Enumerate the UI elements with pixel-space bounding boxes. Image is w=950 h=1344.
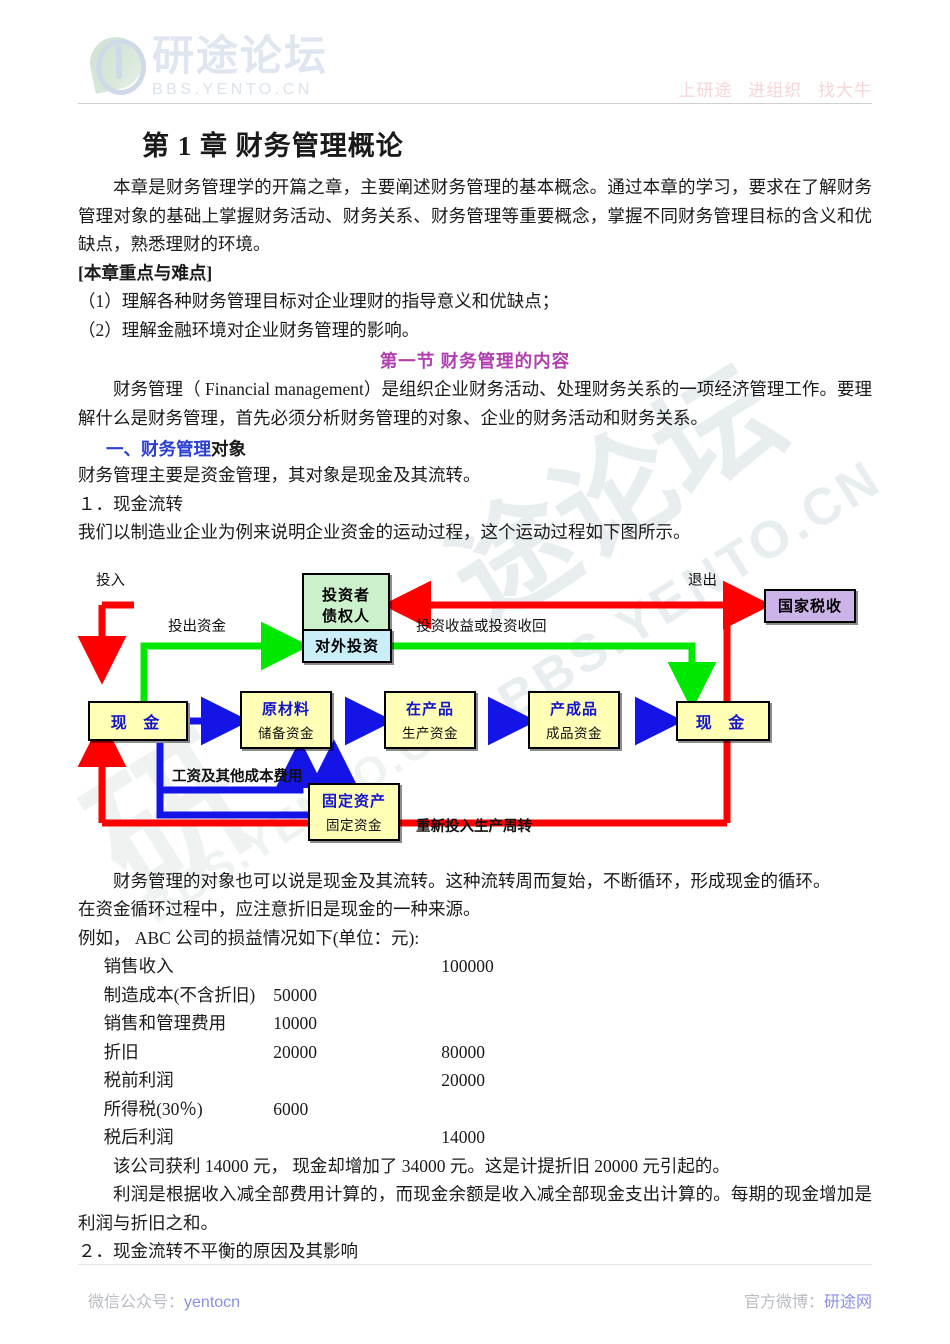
conclusion-paragraph-1: 该公司获利 14000 元， 现金却增加了 34000 元。这是计提折旧 200… <box>113 1155 730 1176</box>
diagram-label-wages-cost: 工资及其他成本费用 <box>172 768 303 785</box>
site-logo[interactable]: 研途论坛 BBS.YENTO.CN <box>85 32 329 99</box>
intro-paragraph: 本章是财务管理学的开篇之章，主要阐述财务管理的基本概念。通过本章的学习，要求在了… <box>78 177 872 254</box>
row-col1: 10000 <box>273 1013 317 1033</box>
logo-subtitle: BBS.YENTO.CN <box>152 81 313 98</box>
item2-title: ２．现金流转不平衡的原因及其影响 <box>78 1241 358 1261</box>
cash-flow-diagram: 投资者 债权人 国家税收 对外投资 现 金 原材料 储备资金 在产品 生产资金 <box>72 553 866 863</box>
row-col2: 14000 <box>441 1127 485 1147</box>
subsection-title-plain: 对象 <box>211 439 246 459</box>
table-row: 折旧 20000 80000 <box>104 1038 582 1067</box>
diagram-box-outward-investment: 对外投资 <box>302 628 392 663</box>
row-label: 所得税(30％) <box>103 1098 203 1119</box>
diagram-box-investor-line2: 债权人 <box>321 607 370 625</box>
tagline-word-2: 进组织 <box>748 81 803 100</box>
diagram-box-finished-goods-line1: 产成品 <box>549 700 598 718</box>
diagram-label-invest-out: 投出资金 <box>168 618 226 635</box>
diagram-label-invest-return: 投资收益或投资收回 <box>416 618 547 635</box>
footer-weibo: 官方微博：研途网 <box>744 1288 872 1312</box>
row-label: 税前利润 <box>103 1070 174 1090</box>
row-col2: 20000 <box>441 1070 485 1090</box>
diagram-box-cash-left: 现 金 <box>88 700 188 741</box>
row-col1: 50000 <box>273 984 317 1005</box>
tagline-word-1: 上研途 <box>678 81 733 100</box>
diagram-box-work-in-process-line1: 在产品 <box>405 700 454 718</box>
section-title: 第一节 财务管理的内容 <box>379 351 571 371</box>
leaf-logo-icon <box>85 32 147 95</box>
table-row: 销售和管理费用 10000 <box>104 1009 582 1038</box>
diagram-box-raw-material-line1: 原材料 <box>261 700 310 718</box>
diagram-label-input: 投入 <box>96 572 125 589</box>
row-col2 <box>423 1009 581 1038</box>
row-label: 销售和管理费用 <box>103 1013 227 1033</box>
diagram-box-finished-goods: 产成品 成品资金 <box>528 690 620 749</box>
diagram-box-national-tax-line1: 国家税收 <box>777 598 842 615</box>
footer-weibo-value: 研途网 <box>823 1294 872 1311</box>
footer-weibo-label: 官方微博： <box>743 1294 824 1311</box>
diagram-box-raw-material: 原材料 储备资金 <box>240 690 332 749</box>
depreciation-note: 在资金循环过程中，应注意折旧是现金的一种来源。 <box>78 899 481 919</box>
site-header: 研途论坛 BBS.YENTO.CN 上研途 进组织 找大牛 <box>0 0 950 110</box>
footer-wechat-value: yentocn <box>184 1294 241 1311</box>
section-paragraph: 财务管理（ Financial management）是组织企业财务活动、处理财… <box>78 379 872 428</box>
diagram-label-reinvest: 重新投入生产周转 <box>416 818 532 835</box>
diagram-box-work-in-process-line2: 生产资金 <box>402 725 458 741</box>
diagram-box-finished-goods-line2: 成品资金 <box>546 725 602 741</box>
table-row: 所得税(30％) 6000 <box>104 1095 582 1124</box>
item1-paragraph: 我们以制造业企业为例来说明企业资金的运动过程，这个运动过程如下图所示。 <box>78 522 691 542</box>
footer-divider <box>78 1264 872 1265</box>
after-diagram-paragraph: 财务管理的对象也可以说是现金及其流转。这种流转周而复始，不断循环，形成现金的循环… <box>113 870 831 891</box>
footer-wechat-label: 微信公众号： <box>88 1294 185 1311</box>
diagram-box-fixed-assets-line2: 固定资金 <box>326 817 382 833</box>
diagram-box-cash-left-line1: 现 金 <box>110 714 166 732</box>
item1-title: １．现金流转 <box>78 493 183 514</box>
row-col2 <box>423 1095 581 1124</box>
site-footer: 微信公众号：yentocn 官方微博：研途网 <box>0 1264 950 1344</box>
page-title: 第 1 章 财务管理概论 <box>142 131 404 161</box>
document-content: 第 1 章 财务管理概论 本章是财务管理学的开篇之章，主要阐述财务管理的基本概念… <box>0 124 950 1266</box>
header-divider <box>78 103 872 104</box>
row-label: 销售收入 <box>103 956 174 976</box>
subsection-paragraph: 财务管理主要是资金管理，其对象是现金及其流转。 <box>78 465 481 485</box>
row-col1 <box>255 952 423 981</box>
diagram-box-investor: 投资者 债权人 <box>302 572 390 637</box>
table-row: 销售收入 100000 <box>104 952 582 981</box>
conclusion-paragraph-2: 利润是根据收入减全部费用计算的，而现金余额是收入减全部现金支出计算的。每期的现金… <box>78 1184 872 1233</box>
diagram-box-outward-investment-line1: 对外投资 <box>314 638 379 655</box>
key-point-2: （2）理解金融环境对企业财务管理的影响。 <box>78 319 420 340</box>
row-col2: 100000 <box>441 956 494 976</box>
row-col2 <box>423 981 581 1010</box>
diagram-box-cash-right: 现 金 <box>676 700 770 741</box>
income-statement-table: 销售收入 100000 制造成本(不含折旧) 50000 销售和管理费用 100… <box>104 952 582 1152</box>
key-point-1: （1）理解各种财务管理目标对企业理财的指导意义和优缺点； <box>78 291 560 311</box>
diagram-box-national-tax: 国家税收 <box>764 588 856 623</box>
example-intro: 例如， ABC 公司的损益情况如下(单位：元): <box>78 927 420 948</box>
footer-wechat: 微信公众号：yentocn <box>88 1288 240 1312</box>
row-col1: 6000 <box>273 1098 309 1119</box>
subsection-title-blue: 一、财务管理 <box>106 439 211 459</box>
header-tagline: 上研途 进组织 找大牛 <box>679 76 872 101</box>
diagram-box-cash-right-line1: 现 金 <box>695 714 751 732</box>
key-points-label: [本章重点与难点] <box>78 262 213 283</box>
subsection-title: 一、财务管理对象 <box>106 436 872 461</box>
table-row: 制造成本(不含折旧) 50000 <box>104 981 582 1010</box>
row-col1: 20000 <box>273 1041 317 1062</box>
logo-title: 研途论坛 <box>152 32 329 79</box>
diagram-box-investor-line1: 投资者 <box>321 586 370 604</box>
diagram-label-exit: 退出 <box>688 572 717 589</box>
diagram-box-fixed-assets: 固定资产 固定资金 <box>308 782 400 841</box>
row-label: 折旧 <box>103 1041 139 1062</box>
row-label: 税后利润 <box>103 1127 174 1147</box>
table-row: 税前利润 20000 <box>104 1066 582 1095</box>
tagline-word-3: 找大牛 <box>818 81 872 100</box>
diagram-box-fixed-assets-line1: 固定资产 <box>321 792 386 810</box>
row-col1 <box>255 1123 423 1152</box>
diagram-box-work-in-process: 在产品 生产资金 <box>384 690 476 749</box>
row-col2: 80000 <box>441 1041 485 1062</box>
table-row: 税后利润 14000 <box>104 1123 582 1152</box>
diagram-box-raw-material-line2: 储备资金 <box>258 725 314 741</box>
row-label: 制造成本(不含折旧) <box>103 984 256 1005</box>
row-col1 <box>255 1066 423 1095</box>
